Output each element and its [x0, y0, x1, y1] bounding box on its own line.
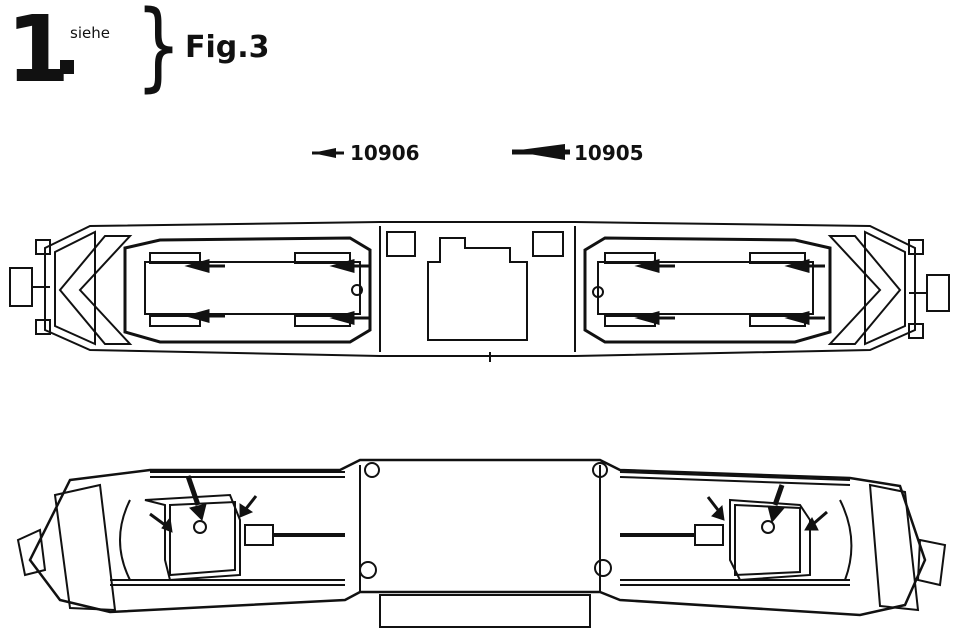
- legend-large-arrow-icon: [512, 144, 570, 160]
- figure-reference: Fig.3: [185, 30, 270, 65]
- legend-small-arrow-icon: [312, 148, 344, 158]
- see-word: siehe: [70, 24, 110, 42]
- legend-large-arrow-label: 10905: [574, 141, 644, 165]
- legend-small-arrow-label: 10906: [350, 141, 420, 165]
- brace: }: [135, 0, 182, 102]
- fixing-point-arrows-bottom: [149, 475, 828, 533]
- step-dot: [60, 60, 74, 74]
- locomotive-underside: [9, 221, 950, 362]
- fixing-point-arrows-top: [184, 259, 825, 325]
- step-number: 1: [6, 0, 70, 103]
- chassis-perspective: [16, 458, 947, 628]
